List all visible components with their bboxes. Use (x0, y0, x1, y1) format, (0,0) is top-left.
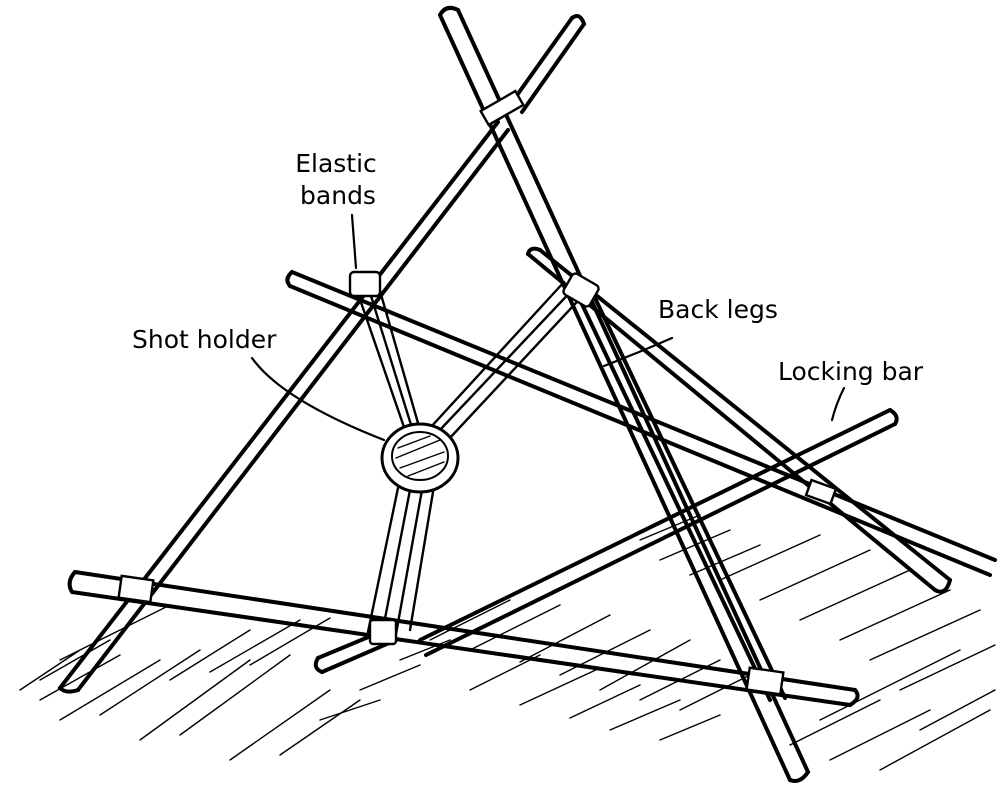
leader-lines (250, 213, 846, 442)
elastic-strands (352, 278, 590, 636)
bottom-lashings (117, 574, 785, 696)
shot-holder (380, 422, 460, 494)
front-left-leg (58, 120, 510, 694)
label-shot-holder: Shot holder (132, 325, 277, 354)
top-right-arm (508, 14, 586, 114)
back-leg (526, 246, 952, 594)
front-right-leg (438, 5, 810, 783)
ground-peg (313, 618, 398, 674)
label-locking-bar: Locking bar (778, 357, 924, 386)
locking-bar (418, 408, 899, 657)
back-leg-vertical (578, 294, 787, 702)
apex-lashing (479, 89, 525, 127)
label-elastic-bands-line1: Elastic (295, 149, 377, 178)
label-back-legs: Back legs (658, 295, 778, 324)
label-elastic-bands-line2: bands (300, 181, 376, 210)
elastic-wraps (348, 270, 600, 308)
bottom-bar (67, 570, 860, 707)
right-lashing (804, 478, 838, 506)
